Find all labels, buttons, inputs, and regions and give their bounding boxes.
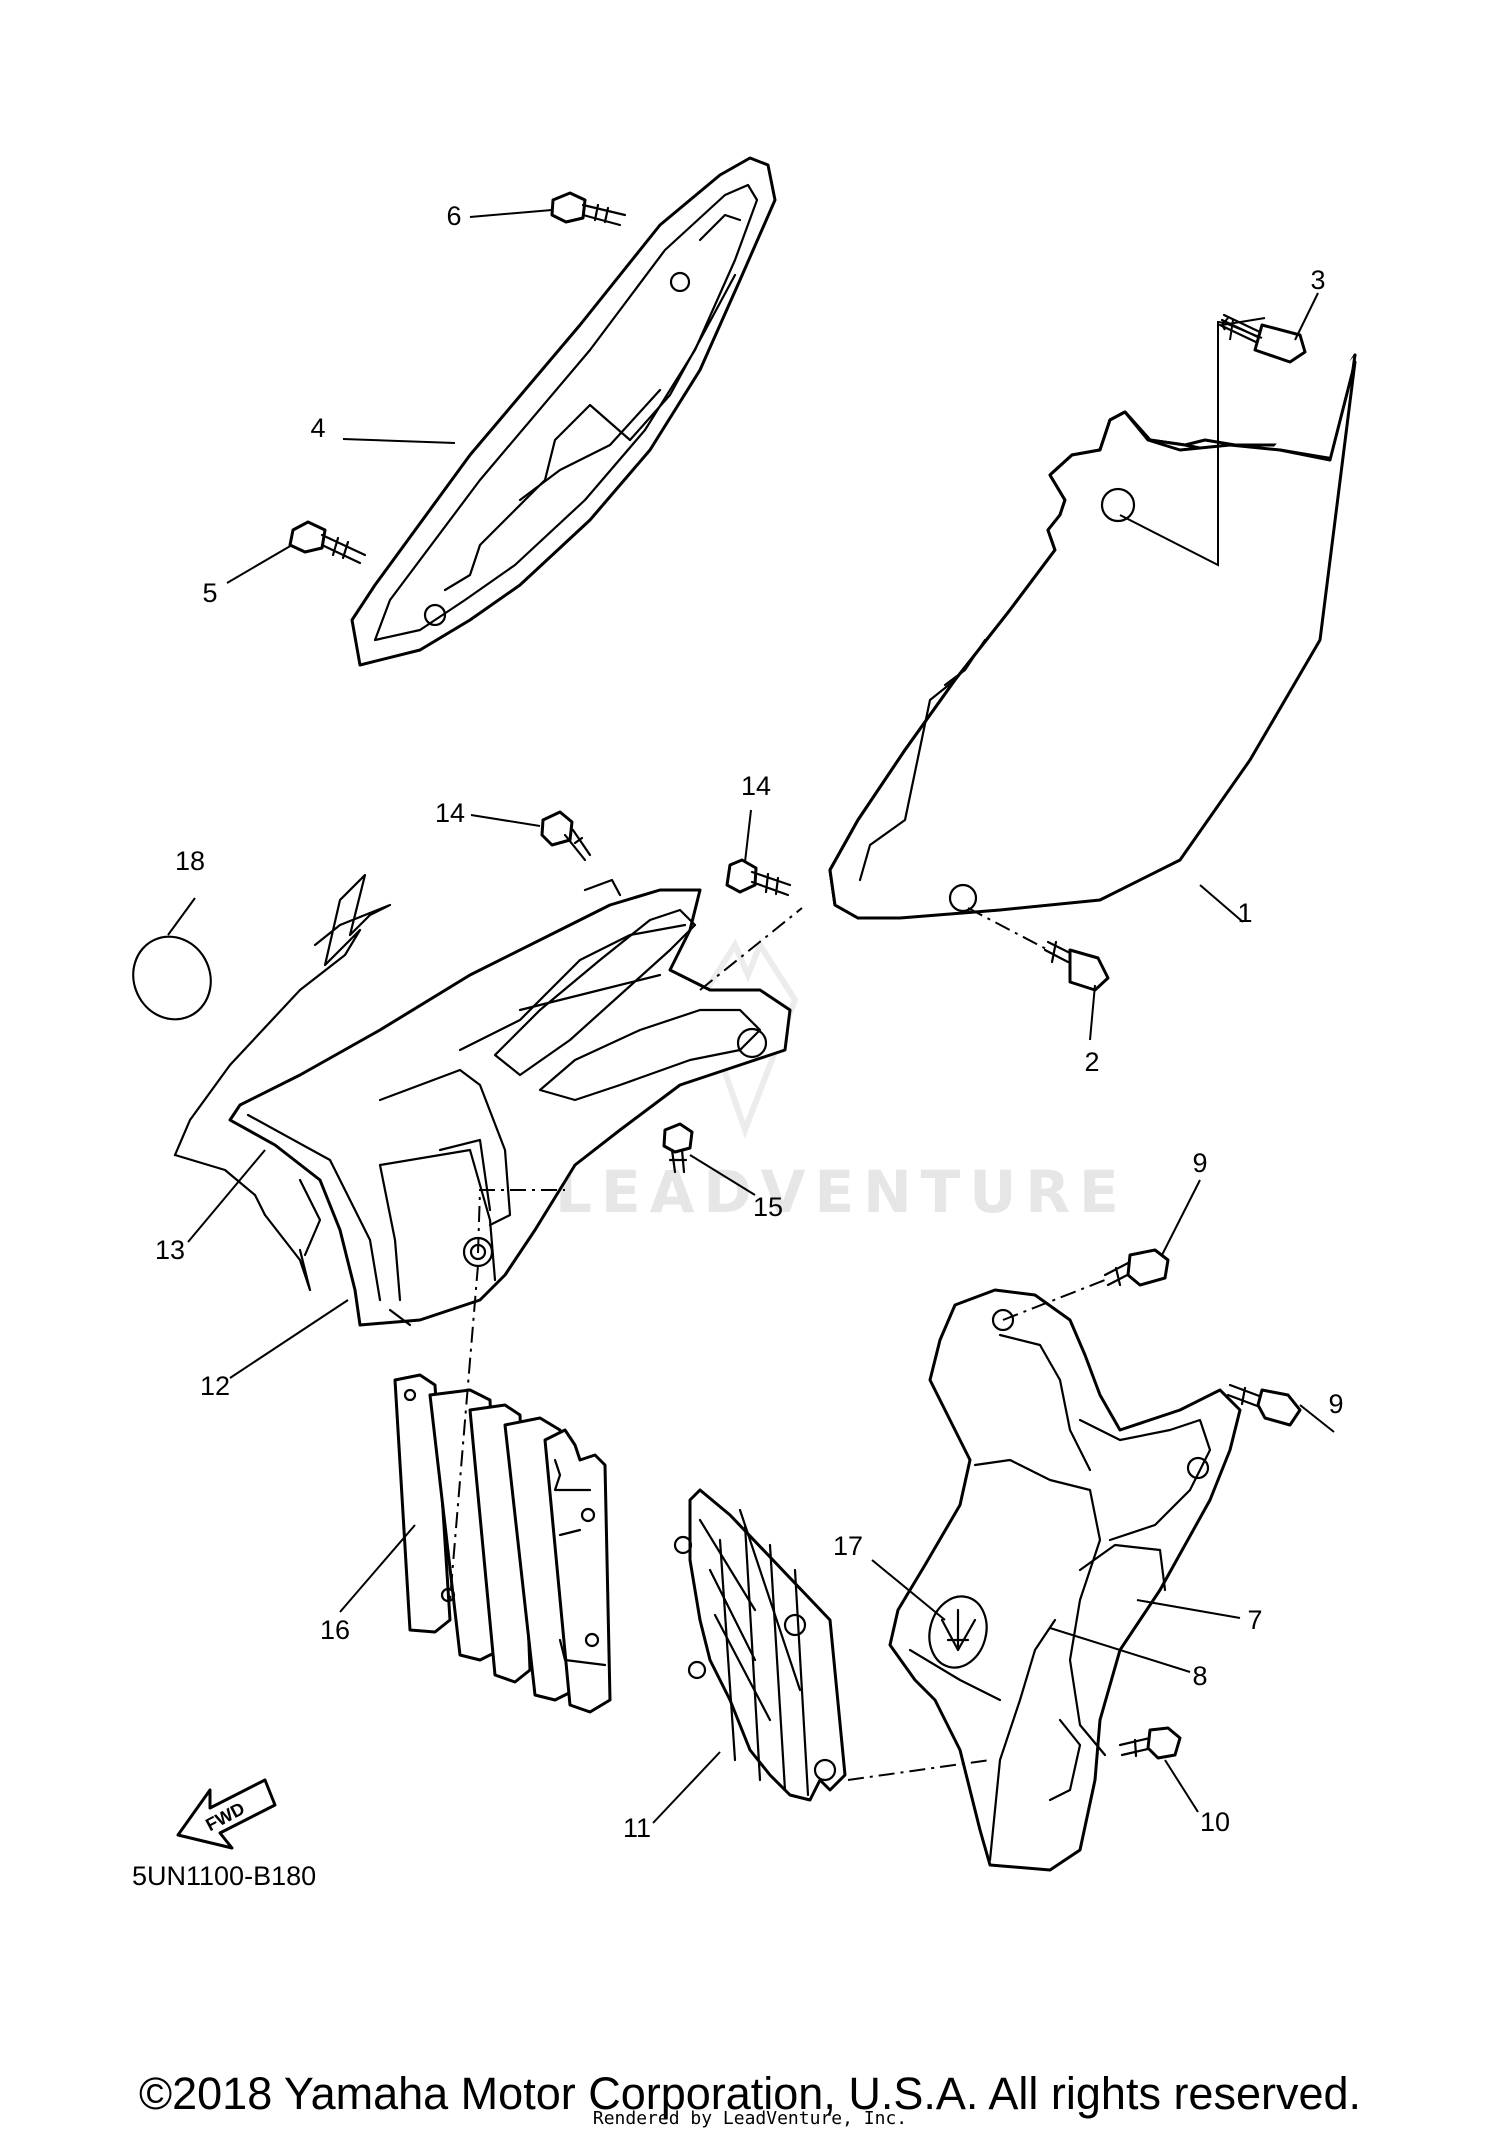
- part-1-side-cover: [828, 353, 1357, 920]
- part-13-graphic: [173, 873, 392, 1292]
- leader-3-top: [1224, 322, 1263, 339]
- part-5-bolt: [288, 520, 367, 565]
- callout-14-left: 14: [435, 798, 465, 828]
- part-10-screw: [1118, 1726, 1182, 1760]
- alignment-line-9: [1002, 1279, 1106, 1321]
- callout-7: 7: [1247, 1605, 1262, 1635]
- part-14-screw-upper: [540, 810, 592, 862]
- callout-9-lower: 9: [1328, 1389, 1343, 1419]
- callout-10: 10: [1200, 1807, 1230, 1837]
- part-15-screw: [662, 1122, 694, 1174]
- part-17-emblem: [928, 1595, 988, 1669]
- watermark-text: LEADVENTURE: [555, 1158, 1128, 1226]
- leader-3-bracket: [1119, 320, 1226, 567]
- part-4-side-cover: [350, 156, 777, 667]
- alignment-line-11: [847, 1759, 991, 1781]
- copyright-notice: ©2018 Yamaha Motor Corporation, U.S.A. A…: [138, 2068, 1362, 2119]
- part-9-screw-lower: [1226, 1383, 1302, 1427]
- callout-6: 6: [446, 201, 461, 231]
- callout-15: 15: [753, 1192, 783, 1222]
- leader-lines: [167, 209, 1335, 1824]
- fwd-arrow: FWD: [176, 1778, 277, 1850]
- callout-1: 1: [1237, 898, 1252, 928]
- callout-13: 13: [155, 1235, 185, 1265]
- part-11-grill: [673, 1488, 847, 1802]
- callout-14-right: 14: [741, 771, 771, 801]
- rendered-by-note: Rendered by LeadVenture, Inc.: [592, 2108, 908, 2129]
- callout-8: 8: [1192, 1661, 1207, 1691]
- callout-9-upper: 9: [1192, 1148, 1207, 1178]
- callout-18: 18: [175, 846, 205, 876]
- watermark: LEADVENTURE: [555, 938, 1128, 1226]
- part-14-screw-right: [725, 858, 792, 897]
- callout-4: 4: [310, 413, 325, 443]
- part-18-emblem: [132, 935, 212, 1021]
- diagram-code: 5UN1100-B180: [132, 1861, 316, 1891]
- part-2-bolt: [1043, 940, 1110, 992]
- part-6-bolt: [550, 191, 627, 227]
- callout-5: 5: [202, 578, 217, 608]
- part-7-shroud: [888, 1288, 1242, 1872]
- callout-11: 11: [623, 1813, 651, 1843]
- callout-17: 17: [833, 1531, 863, 1561]
- callout-2: 2: [1084, 1047, 1099, 1077]
- callout-3: 3: [1310, 265, 1325, 295]
- alignment-line-15: [477, 1189, 565, 1254]
- alignment-line-2: [967, 907, 1049, 951]
- part-3-bolt: [1218, 313, 1307, 364]
- alignment-line-14-right: [699, 907, 803, 991]
- alignment-line-16: [449, 1264, 479, 1601]
- callout-16: 16: [320, 1615, 350, 1645]
- part-16-louver: [393, 1373, 612, 1714]
- part-9-screw-upper: [1103, 1248, 1170, 1287]
- callout-12: 12: [200, 1371, 230, 1401]
- part-12-shroud-bracket: [228, 878, 792, 1327]
